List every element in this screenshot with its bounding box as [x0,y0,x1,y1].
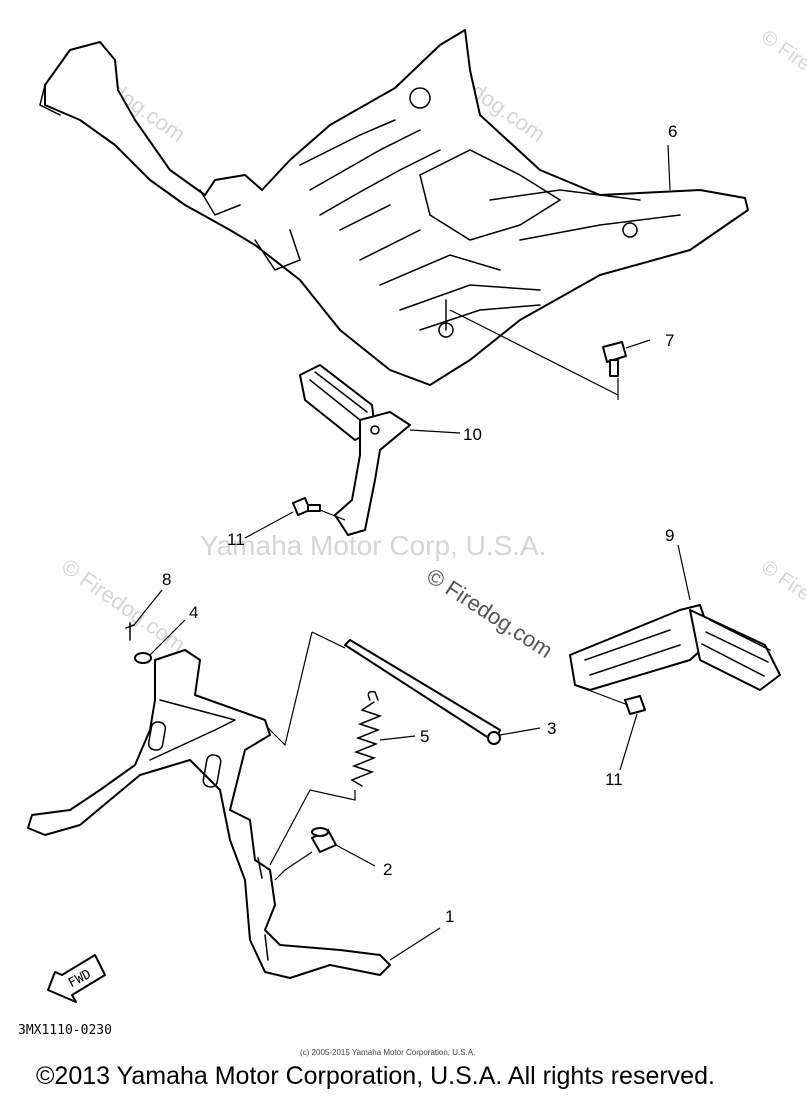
callout-11-right: 11 [605,770,623,789]
bolt-part-11-upper [244,497,346,539]
diagram-code: 3MX1110-0230 [18,1023,112,1038]
watermark-firedog-tr: © Firedog.com [757,26,807,119]
left-footrest-part-10 [299,364,461,536]
shaft-part-3 [264,631,541,747]
washer-part-4 [134,619,186,664]
watermark-yamaha: Yamaha Motor Corp, U.S.A. [200,530,547,561]
forward-arrow-icon: FWD [47,954,106,1003]
footrest-board-part [39,29,749,386]
bolt-part-11-right [574,684,646,771]
clip-part-8 [125,589,163,641]
watermark-firedog-main: © Firedog.com [422,563,557,663]
callout-1: 1 [445,907,454,926]
right-footrest-part-9 [569,544,781,691]
callout-6: 6 [668,122,677,141]
callout-3: 3 [547,719,556,738]
bolt-part-7 [602,339,651,400]
collar-part-2 [274,827,376,881]
callout-8: 8 [162,570,171,589]
spring-part-5 [269,690,416,866]
callout-11-upper: 11 [227,530,245,549]
callout-10: 10 [463,425,482,444]
callout-4: 4 [189,603,198,622]
callout-2: 2 [383,860,392,879]
copyright-text: ©2013 Yamaha Motor Corporation, U.S.A. A… [36,1062,715,1090]
leader-6-to-7 [449,309,619,396]
callout-5: 5 [420,727,429,746]
callouts: 1 2 3 4 5 6 7 8 9 10 11 11 [162,122,677,926]
callout-7: 7 [665,331,674,350]
callout-9: 9 [665,526,674,545]
main-stand-part-1 [27,649,441,979]
credit-line: (c) 2005-2015 Yamaha Motor Corporation, … [300,1048,475,1057]
watermark-firedog-mr: © Firedog.com [757,556,807,649]
leader-6 [667,144,671,191]
